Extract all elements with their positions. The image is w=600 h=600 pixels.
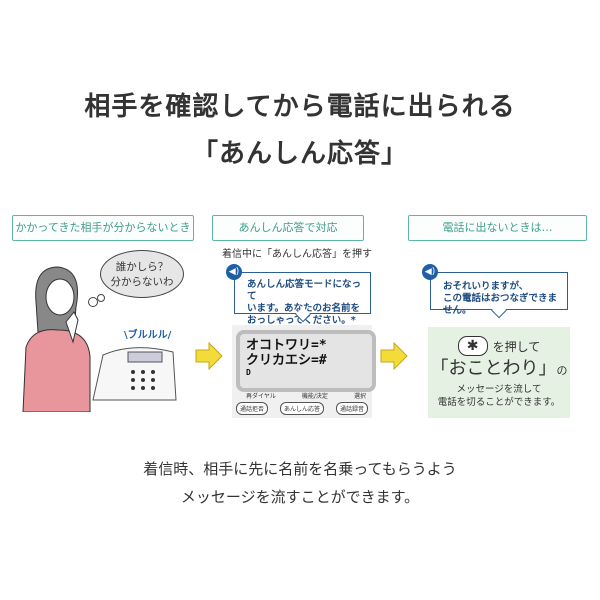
- result-line: 電話を切ることができます。: [437, 397, 561, 408]
- headline-line1: 相手を確認してから電話に出られる: [84, 92, 516, 122]
- bubble-line: あんしん応答モードになって: [247, 279, 362, 302]
- key-label: 選択: [353, 393, 366, 400]
- bubble-line: おそれいりますが、: [443, 281, 529, 292]
- phone-panel: オコトワリ=* クリカエシ=# D 再ダイヤル 機能/決定 選択 通話拒否 あん…: [232, 325, 376, 418]
- headline-line2: 「あんしん応答」: [191, 139, 408, 169]
- decline-label: 「おことわり」: [430, 358, 557, 379]
- display-line: D: [246, 368, 251, 377]
- call-reject-button[interactable]: 通話拒否: [236, 402, 269, 415]
- result-line: メッセージを流して: [456, 384, 542, 395]
- description-line2: メッセージを流すことができます。: [180, 488, 420, 506]
- step2-caption: 着信中に「あんしん応答」を押す: [222, 249, 372, 260]
- telephone-illustration: [92, 347, 177, 401]
- bubble-line: います。あなたのお名前を: [247, 303, 361, 314]
- step2-tab: あんしん応答で対応: [212, 215, 364, 241]
- speaker-icon: ◀): [226, 264, 242, 280]
- key-label: 再ダイヤル: [246, 393, 276, 400]
- thought-line2: 分からないわ: [110, 276, 174, 288]
- phone-display: オコトワリ=* クリカエシ=# D: [236, 330, 376, 392]
- thought-dot-icon: [97, 294, 105, 302]
- display-line: オコトワリ=*: [246, 338, 327, 353]
- asterisk-key-icon: ✱: [457, 336, 488, 356]
- step1-tab: かかってきた相手が分からないとき: [12, 215, 194, 241]
- woman-illustration: [22, 266, 91, 412]
- arrow-right-icon: [195, 342, 223, 370]
- speaker-icon: ◀): [422, 264, 438, 280]
- step2-voice-bubble: あんしん応答モードになって います。あなたのお名前を おっしゃってください。*: [234, 272, 371, 326]
- step3-voice-bubble: おそれいりますが、 この電話はおつなぎできません。: [430, 272, 568, 316]
- anshin-answer-button[interactable]: あんしん応答: [279, 402, 324, 415]
- display-line: クリカエシ=#: [246, 353, 327, 368]
- ring-sound: \ブルルル/: [124, 330, 172, 341]
- particle-text: の: [556, 364, 568, 377]
- bubble-line: この電話はおつなぎできません。: [443, 293, 558, 316]
- decline-instruction-panel: ✱ を押して 「おことわり」の メッセージを流して 電話を切ることができます。: [428, 327, 570, 418]
- press-text: を押して: [492, 339, 541, 354]
- step3-tab: 電話に出ないときは…: [408, 215, 587, 241]
- description-line1: 着信時、相手に先に名前を名乗ってもらうよう: [143, 460, 457, 478]
- thought-line1: 誰かしら？: [115, 261, 169, 273]
- thought-dot-icon: [88, 297, 98, 307]
- call-record-button[interactable]: 通話録音: [335, 402, 368, 415]
- thought-bubble: 誰かしら？ 分からないわ: [100, 250, 184, 298]
- arrow-right-icon: [380, 342, 408, 370]
- key-label: 機能/決定: [301, 393, 328, 400]
